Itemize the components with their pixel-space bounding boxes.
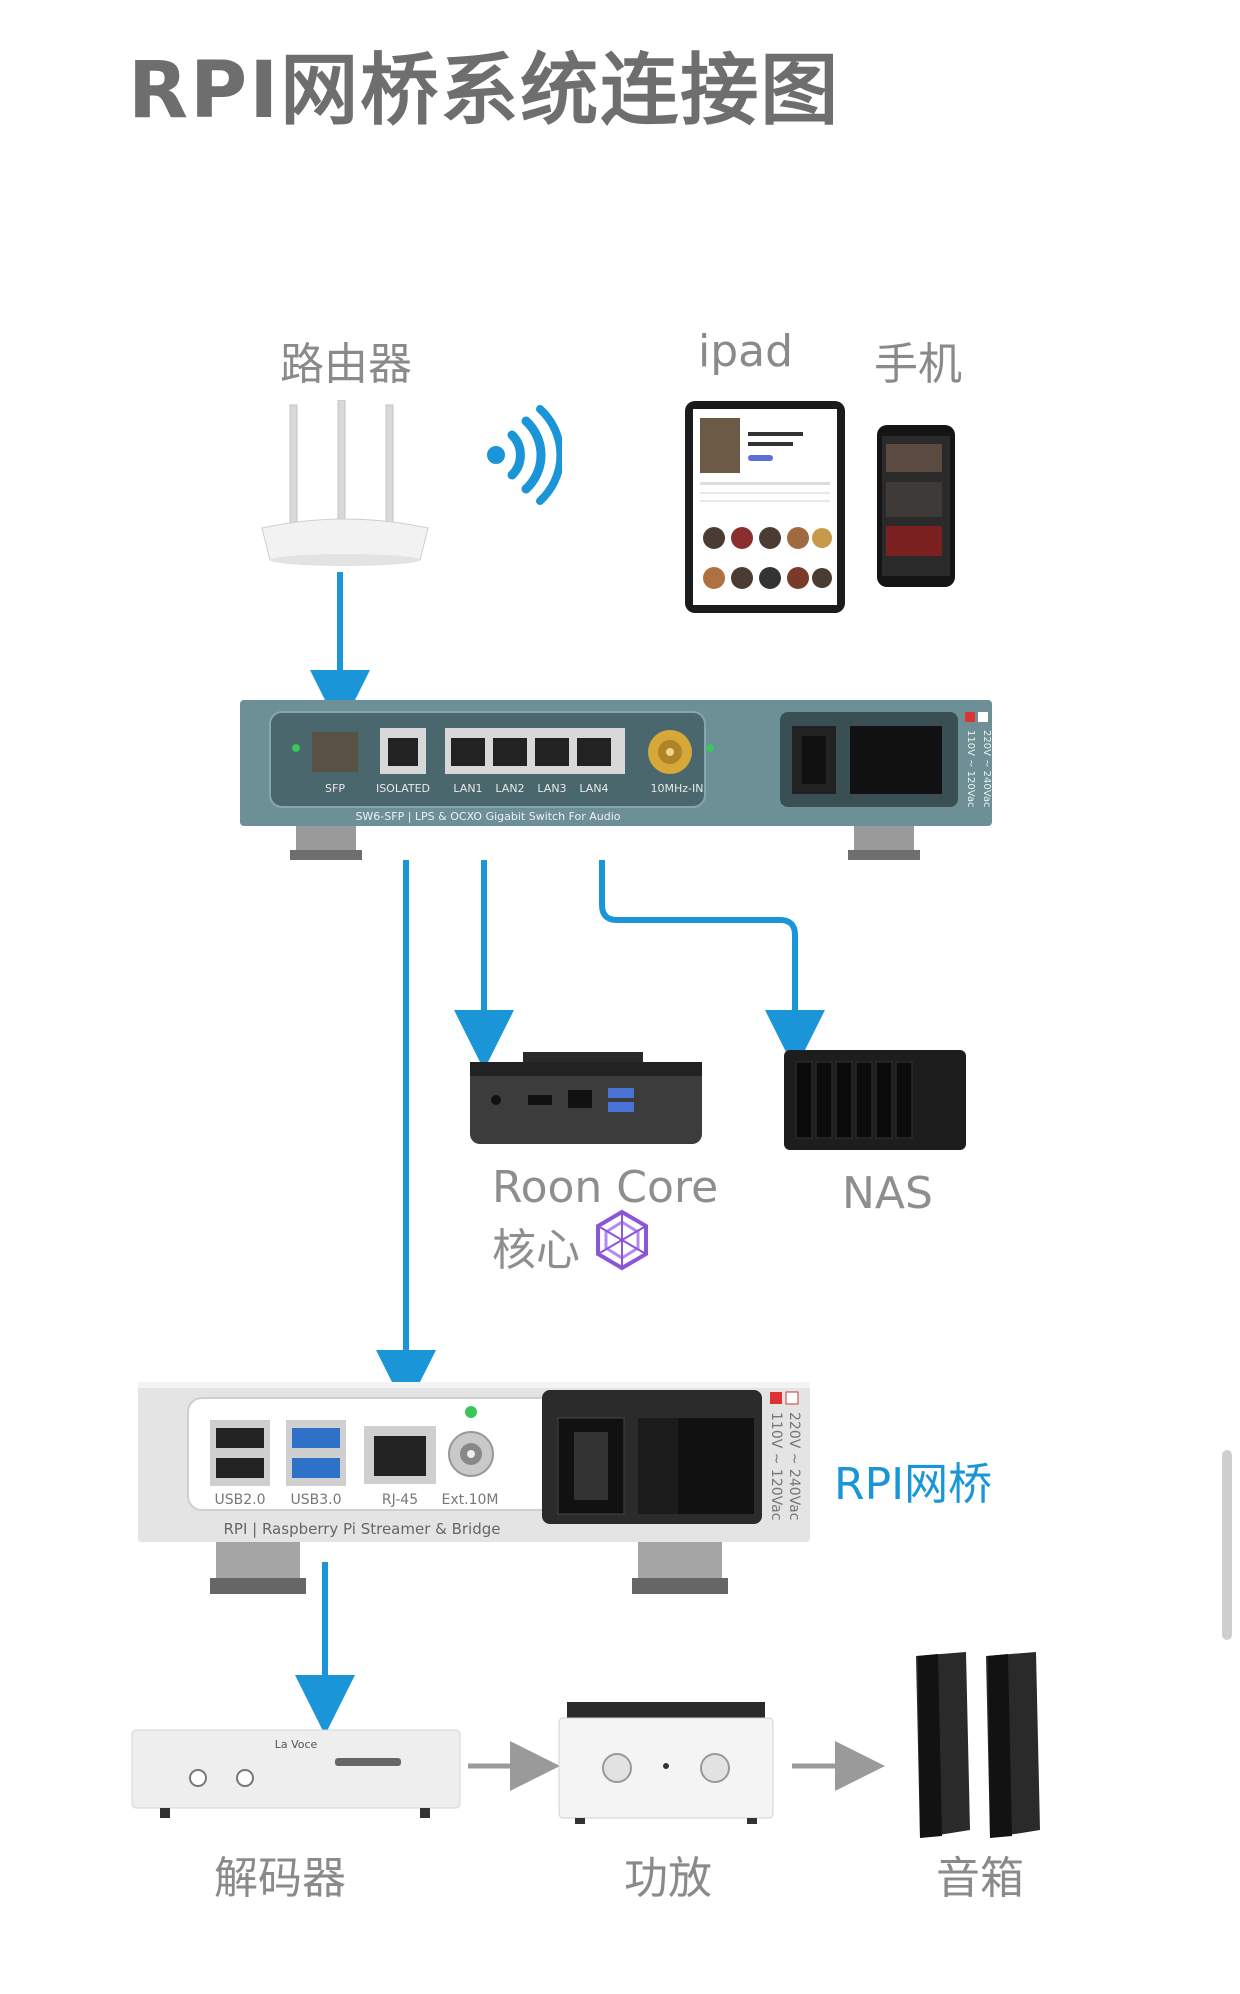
- decoder-label: 解码器: [214, 1853, 346, 1904]
- rpi-port-label: Ext.10M: [442, 1492, 499, 1508]
- ipad-icon: [685, 401, 845, 613]
- audio-switch: SFP ISOLATED LAN1 LAN2 LAN3 LAN4 10MHz-I…: [240, 700, 992, 860]
- rpi-model-label: RPI | Raspberry Pi Streamer & Bridge: [223, 1520, 500, 1538]
- roon-logo-icon: [596, 1209, 648, 1271]
- switch-port-label: LAN2: [495, 782, 524, 795]
- rpi-voltage-label: 110V ~ 120Vac: [768, 1412, 784, 1520]
- page-scrollbar[interactable]: [1222, 1450, 1232, 1640]
- roon-core-pc-icon: [470, 1052, 702, 1144]
- switch-port-label: LAN4: [579, 782, 608, 795]
- switch-port-label: ISOLATED: [376, 782, 430, 795]
- switch-port-label: LAN1: [453, 782, 482, 795]
- roon-core-sublabel: 核心: [492, 1225, 580, 1276]
- router-icon: [261, 400, 429, 566]
- rpi-voltage-label: 220V ~ 240Vac: [786, 1412, 802, 1520]
- amplifier-icon: [558, 1702, 774, 1824]
- roon-core-label: Roon Core: [492, 1162, 719, 1213]
- phone-label: 手机: [874, 339, 962, 390]
- switch-port-label: SFP: [325, 782, 345, 795]
- wifi-icon: [487, 405, 562, 505]
- switch-port-label: 10MHz-IN: [651, 782, 704, 795]
- phone-icon: [877, 425, 955, 587]
- rpi-port-label: USB3.0: [290, 1492, 341, 1508]
- switch-voltage-label: 220V ~ 240Vac: [981, 730, 992, 807]
- switch-voltage-label: 110V ~ 120Vac: [965, 730, 976, 807]
- nas-icon: [784, 1050, 966, 1150]
- speakers-icon: [916, 1652, 1040, 1838]
- amp-label: 功放: [624, 1853, 712, 1904]
- switch-port-label: LAN3: [537, 782, 566, 795]
- switch-model-label: SW6-SFP | LPS & OCXO Gigabit Switch For …: [355, 810, 620, 823]
- decoder-brand-label: La Voce: [275, 1738, 318, 1751]
- rpi-port-label: USB2.0: [214, 1492, 265, 1508]
- rpi-port-label: RJ-45: [382, 1492, 418, 1508]
- nas-label: NAS: [842, 1168, 933, 1219]
- decoder-icon: La Voce: [131, 1729, 461, 1818]
- rpi-bridge-device: USB2.0 USB3.0 RJ-45 Ext.10M RPI | Raspbe…: [138, 1382, 810, 1594]
- router-label: 路由器: [280, 339, 412, 390]
- rpi-bridge-label: RPI网桥: [834, 1459, 993, 1510]
- arrow-switch-to-nas: [599, 860, 825, 1070]
- speakers-label: 音箱: [936, 1853, 1024, 1904]
- page-title: RPI网桥系统连接图: [128, 46, 841, 136]
- ipad-label: ipad: [698, 326, 794, 377]
